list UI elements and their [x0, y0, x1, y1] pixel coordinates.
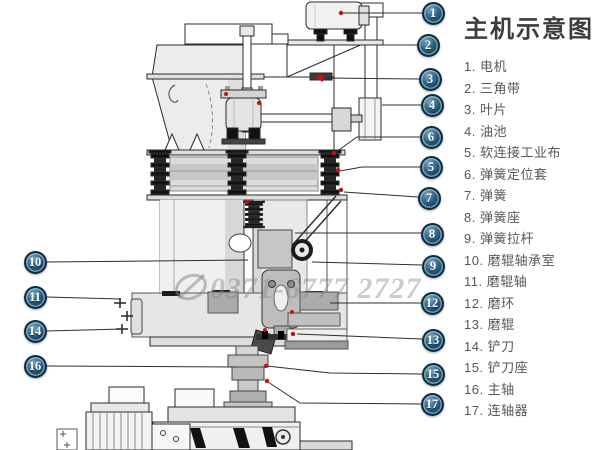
callout-5: 5 [419, 155, 443, 179]
callout-number: 7 [425, 190, 433, 205]
callout-9: 9 [421, 254, 445, 278]
callout-number: 16 [28, 358, 42, 373]
callout-8: 8 [420, 222, 444, 246]
callout-number: 1 [429, 5, 437, 20]
callout-6: 6 [419, 125, 443, 149]
base-unit [56, 386, 353, 450]
main-casing [146, 23, 366, 345]
watermark-text: 0371-6777 2727 [210, 272, 422, 305]
callout-3: 3 [418, 67, 442, 91]
page-title: 主机示意图 [464, 16, 594, 43]
callout-number: 2 [424, 37, 432, 52]
legend-item-10: 10. 磨辊轴承室 [464, 252, 556, 268]
callout-17: 17 [420, 392, 444, 416]
upper-roller-assembly [220, 25, 363, 145]
callout-number: 5 [427, 159, 435, 174]
callout-13: 13 [421, 328, 445, 352]
legend-item-3: 3. 叶片 [464, 102, 507, 118]
roller-assembly [207, 195, 349, 360]
legend-list: 1. 电机 2. 三角带 3. 叶片 4. 油池 5. 软连接工业布 6. 弹簧定位套 7.… [464, 55, 600, 421]
legend-item-5: 5. 软连接工业布 [464, 145, 561, 161]
callout-2: 2 [416, 33, 440, 57]
leader-lines [45, 12, 423, 405]
callout-10: 10 [23, 250, 47, 274]
legend-item-11: 11. 磨辊轴 [464, 274, 528, 290]
spring-assembly [146, 149, 348, 201]
callout-14: 14 [23, 319, 47, 343]
callout-number: 4 [428, 97, 436, 112]
callout-number: 3 [426, 71, 434, 86]
callout-7: 7 [417, 186, 441, 210]
callout-1: 1 [421, 1, 445, 25]
legend-item-14: 14. 铲刀 [464, 338, 515, 354]
callout-16: 16 [23, 354, 47, 378]
watermark: 0371-6777 2727 [175, 272, 422, 305]
callout-15: 15 [421, 362, 445, 386]
legend-panel: 主机示意图 1. 电机 2. 三角带 3. 叶片 4. 油池 5. 软连接工业布 6. 弹… [464, 9, 600, 421]
callout-number: 14 [28, 323, 42, 338]
bottom-motor [85, 386, 153, 450]
legend-item-17: 17. 连轴器 [464, 403, 529, 419]
legend-item-12: 12. 磨环 [464, 295, 515, 311]
legend-item-2: 2. 三角带 [464, 80, 521, 96]
callout-number: 6 [427, 129, 435, 144]
red-markers [224, 10, 344, 384]
legend-item-9: 9. 弹簧拉杆 [464, 231, 534, 247]
legend-item-1: 1. 电机 [464, 59, 507, 75]
top-motor [287, 1, 384, 46]
coupling [223, 345, 273, 410]
callout-number: 9 [429, 258, 437, 273]
callout-12: 12 [420, 291, 444, 315]
legend-item-13: 13. 磨辊 [464, 317, 515, 333]
legend-item-7: 7. 弹簧 [464, 188, 507, 204]
legend-item-16: 16. 主轴 [464, 381, 515, 397]
callout-number: 13 [426, 332, 440, 347]
legend-item-15: 15. 铲刀座 [464, 360, 529, 376]
legend-item-8: 8. 弹簧座 [464, 209, 521, 225]
callout-number: 8 [428, 226, 436, 241]
legend-item-6: 6. 弹簧定位套 [464, 166, 548, 182]
callout-number: 15 [426, 366, 440, 381]
callout-number: 17 [425, 396, 439, 411]
red-arrow-icon [315, 74, 323, 82]
callout-11: 11 [23, 285, 47, 309]
legend-item-4: 4. 油池 [464, 123, 507, 139]
callout-4: 4 [420, 93, 444, 117]
callout-number: 12 [425, 295, 439, 310]
callout-number: 10 [28, 254, 42, 269]
callout-number: 11 [29, 289, 41, 304]
